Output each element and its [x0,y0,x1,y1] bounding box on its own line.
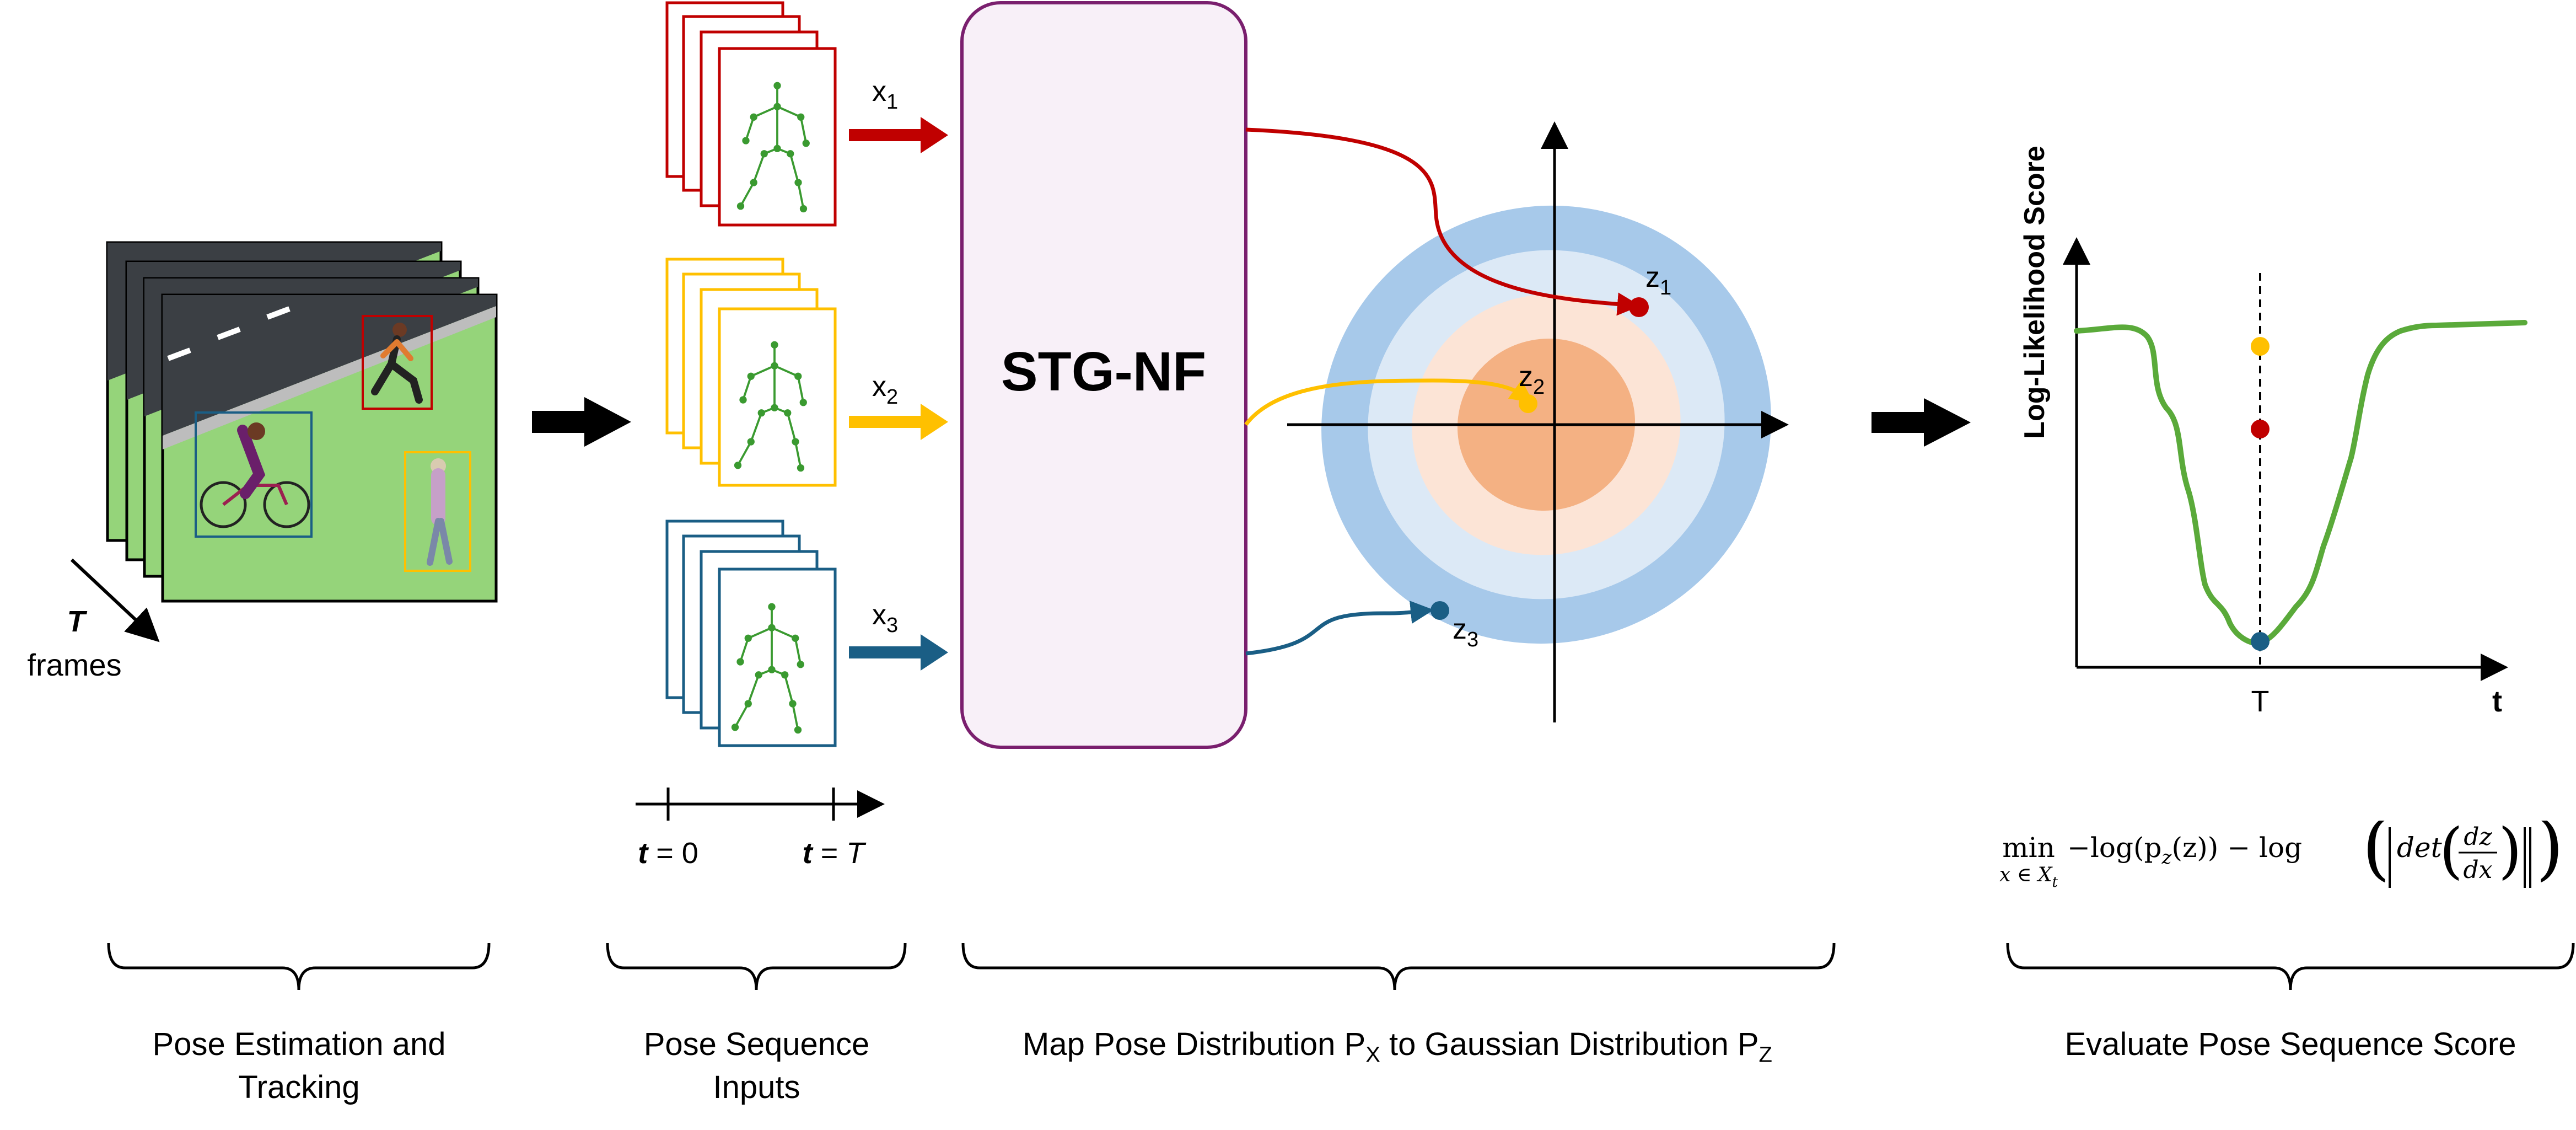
formula-paren-inner-close: ) [2498,821,2522,886]
brace-stage-1 [107,942,491,990]
input-label-x1: x1 [872,76,898,114]
stage-label-evaluate-line1: Evaluate Pose Sequence Score [2064,1026,2516,1062]
latent-point-z1 [1629,297,1649,317]
latent-axes [1287,121,1789,722]
formula-paren-close: ) [2536,821,2564,888]
score-point-teal [2251,632,2270,651]
brace-stage-3 [961,942,1836,990]
tracked-cyclist [195,411,313,538]
stage-label-map-mid: to Gaussian Distribution P [1380,1026,1759,1062]
tracked-runner [362,315,433,410]
stage-label-pose-inputs-line2: Inputs [713,1069,800,1105]
road-lane-markings [167,306,291,361]
stage-label-map-pre: Map Pose Distribution P [1023,1026,1366,1062]
formula-min: min [2002,832,2055,864]
input-arrow-teal [849,634,948,671]
stage-label-map-sub-x: X [1365,1042,1380,1067]
score-point-red [2251,420,2270,438]
formula-det: det [2397,832,2443,864]
time-marker-label: T [2251,685,2270,718]
formula-term-1: −log(pz(z)) − log [2067,832,2302,869]
tracked-walker [404,451,471,572]
flow-arrow-1 [532,397,631,447]
latent-point-z2 [1519,394,1537,413]
model-label: STG-NF [1001,341,1206,403]
pose-sequence-red [665,1,837,227]
input-arrow-red [849,117,948,153]
input-label-x3: x3 [872,599,898,637]
frames-axis-symbol: T [67,605,88,638]
stage-label-map-distribution: Map Pose Distribution PX to Gaussian Dis… [959,1023,1836,1077]
flow-arrow-2 [1872,398,1971,447]
input-label-x2: x2 [872,371,898,409]
stage-braces [107,942,2575,990]
video-frame-front [161,293,498,603]
stage-label-pose-estimation: Pose Estimation and Tracking [132,1023,466,1109]
video-frames-stack: T frames [27,241,498,682]
stage-label-pose-inputs: Pose Sequence Inputs [606,1023,907,1109]
frames-axis-word: frames [27,647,121,682]
input-time-axis [636,788,885,821]
latent-point-z3 [1430,601,1449,620]
score-curve [2074,320,2527,646]
stg-nf-model-box [960,1,1247,749]
time-end-label: t = T [803,837,867,870]
score-formula: min x ∈ Xt −log(pz(z)) − log ( det ( dz … [1996,805,2569,909]
time-axis-arrow [70,558,160,642]
mapping-curve-red [1245,127,1641,316]
latent-label-z1: z1 [1645,261,1671,299]
formula-num: dz [2464,823,2492,851]
stage-label-pose-inputs-line1: Pose Sequence [643,1026,870,1062]
brace-stage-4 [2006,942,2575,990]
mapping-curve-yellow [1244,378,1534,426]
brace-stage-2 [606,942,907,990]
score-y-label: Log-Likelihood Score [2019,146,2051,439]
formula-under: x ∈ Xt [1999,864,2058,891]
stage-label-pose-estimation-line1: Pose Estimation and [152,1026,446,1062]
score-plot: Log-Likelihood Score t T [2019,146,2527,718]
formula-paren-open: ( [2362,821,2390,888]
time-start-label: t = 0 [638,837,698,870]
formula-den: dx [2464,856,2493,884]
score-x-label: t [2492,685,2502,718]
pose-sequence-teal [665,520,837,747]
stage-label-evaluate: Evaluate Pose Sequence Score [2007,1023,2574,1066]
latent-label-z3: z3 [1453,613,1478,651]
mapping-curve-teal [1245,601,1434,656]
score-point-yellow [2251,337,2270,356]
input-arrow-yellow [849,404,948,440]
stage-label-pose-estimation-line2: Tracking [238,1069,360,1105]
stage-label-map-sub-z: Z [1758,1042,1772,1067]
latent-label-z2: z2 [1519,361,1545,399]
formula-paren-inner-open: ( [2439,821,2463,886]
pose-sequence-yellow [665,258,837,487]
